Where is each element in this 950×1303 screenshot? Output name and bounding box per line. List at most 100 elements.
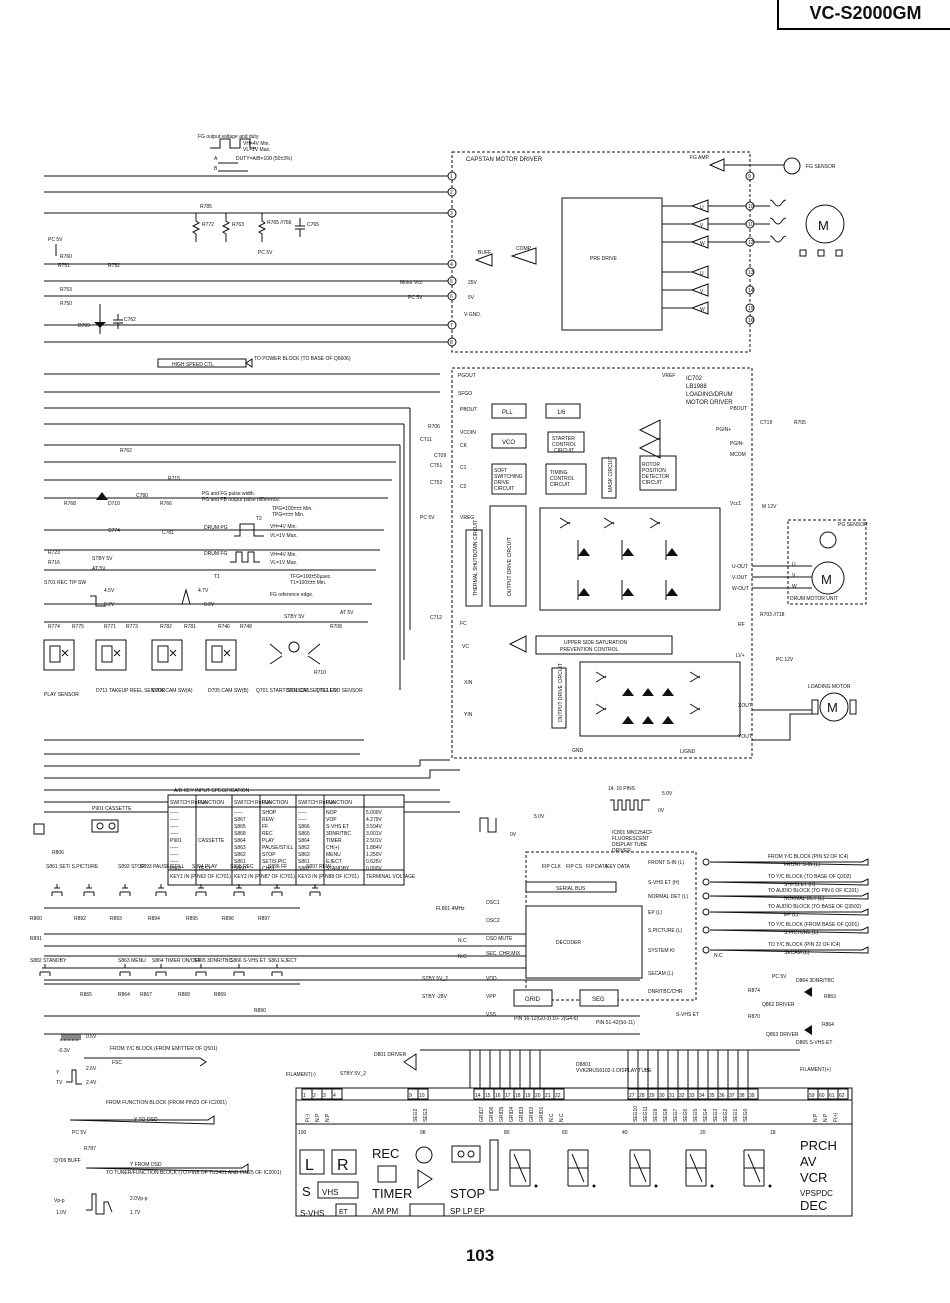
q706-label: Q706 BUFF	[54, 1158, 81, 1164]
u-out-label: U-OUT	[732, 564, 748, 570]
pgin-plus-label: PGIN+	[716, 427, 731, 433]
key-table-cell: S882	[298, 866, 310, 872]
vco-label: VCO	[502, 440, 515, 446]
key-table-cell: S-VHS ET	[326, 824, 349, 830]
switch-glyph-rows	[39, 884, 321, 976]
d711-label: D711 TAKEUP REEL SENSOR	[96, 688, 166, 694]
key-table-footer-cell: TERMINAL VOLTAGE	[366, 874, 416, 880]
key-table-cell: S860	[234, 866, 246, 872]
comp-label: COMP.	[516, 246, 532, 252]
tube-pin-number: 20	[535, 1093, 541, 1099]
c780-label: C780	[136, 493, 148, 499]
upper1-label: UPPER SIDE SATURATION	[564, 640, 628, 646]
svg-text:CIRCUIT: CIRCUIT	[642, 480, 662, 486]
pg-note-tpg: TPG=100±±± Min.	[272, 506, 313, 512]
r870-label: R870	[748, 1014, 760, 1020]
tube-seg-number: 40	[622, 1130, 628, 1136]
panel-svhs-et: S-VHS	[300, 1209, 324, 1218]
pg-note-tpg2: TPG=±±± Min.	[272, 512, 304, 518]
pbout-label: PBOUT	[460, 407, 477, 413]
r774-label: R774	[48, 624, 60, 630]
capstan-title: CAPSTAN MOTOR DRIVER	[466, 157, 543, 163]
pg-fg-timing-note: PG and FG pulse width. PG and PB output …	[202, 491, 332, 598]
pg-note-vl2: VL=1V Max.	[270, 560, 297, 566]
right-signal-label: SECAM (L)	[784, 950, 810, 956]
fip-cs-label: FIP CS	[566, 864, 583, 870]
output2-label: OUTPUT DRIVE CIRCUIT	[558, 663, 564, 722]
right-signal-line	[709, 908, 869, 916]
yout-label: YOUT	[738, 734, 752, 740]
fg-sensor-label: FG SENSOR	[806, 164, 836, 170]
yin-label: YIN	[464, 712, 473, 718]
tube-pin-number: 22	[555, 1093, 561, 1099]
pgout-label: PGOUT	[458, 373, 476, 379]
r897-label: R897	[258, 916, 270, 922]
ic702-desc1: LOADING/DRUM	[686, 392, 733, 398]
v26-label: 2.6V	[86, 1066, 97, 1072]
svg-text:MASK CIRCUIT: MASK CIRCUIT	[608, 456, 614, 492]
right-signal-label: NORMAL DET (L)	[784, 896, 824, 902]
r760-label: R760	[60, 254, 72, 260]
left-lower-waveforms: 0.5V -0.3V FROM Y/C BLOCK (FROM EMITTER …	[54, 1033, 282, 1216]
key-table-cell: -----	[234, 810, 243, 816]
r787-label: R787	[84, 1146, 96, 1152]
panel-prch: PRCH	[800, 1138, 837, 1153]
tube-seg-number: 98	[420, 1130, 426, 1136]
filament-r-label: FILAMENT(+)	[800, 1067, 831, 1073]
ic702-name: IC702	[686, 376, 703, 382]
pc5v-label-b: PC 5V	[258, 250, 273, 256]
tube-pin-cell	[553, 1088, 565, 1100]
decimal-point	[534, 1184, 538, 1188]
q863-label: Q863 DRIVER	[766, 1032, 799, 1038]
high-speed-ctl: HIGH SPEED CTL TO POWER BLOCK (TO BASE O…	[157, 356, 351, 368]
w-out-label: W-OUT	[732, 586, 749, 592]
key-table-cell: REC	[262, 831, 273, 837]
right-signal-pin: FRONT S-IN (L)	[648, 860, 684, 866]
model-number: VC-S2000GM	[777, 0, 950, 30]
svg-text:FLUORESCENT: FLUORESCENT	[612, 836, 649, 842]
r763-label: R763	[232, 222, 244, 228]
key-table-cell: S862	[234, 852, 246, 858]
pin-seg-label: PIN 51-42(S0-11)	[596, 1020, 635, 1026]
svg-text:V: V	[700, 289, 704, 295]
ic702-part: LB1988	[686, 384, 707, 390]
thermal-label: THERMAL SHUTDOWN CIRCUIT	[473, 520, 479, 596]
r708-label: R708	[330, 624, 342, 630]
key-table-cell: S864	[298, 838, 310, 844]
key-table-cell: STANDBY	[326, 866, 350, 872]
tube-pin-number: 37	[729, 1093, 735, 1099]
r715-label: R715	[168, 476, 180, 482]
capstan-pin-number: 6	[450, 294, 453, 300]
pg-note-t2: T2	[256, 516, 262, 522]
v05-label: 0.5V	[86, 1034, 97, 1040]
pgin-minus-label: PGIN-	[730, 441, 744, 447]
tube-seg-number: 18	[770, 1130, 776, 1136]
tube-grid-label: SEG2	[413, 1108, 419, 1122]
fg-note-title: FG output voltage and duty.	[198, 134, 259, 140]
svg-text:CIRCUIT: CIRCUIT	[550, 482, 570, 488]
nc-osd-label: N.C	[458, 938, 467, 944]
gnd-label: GND	[572, 748, 584, 754]
ct11-label: CT11	[420, 437, 432, 443]
panel-sp-lp: SP LP	[450, 1207, 473, 1216]
right-signal-line	[709, 926, 869, 934]
ct51-label: CT51	[430, 463, 442, 469]
vp-label: Vp-p	[54, 1198, 65, 1204]
d701-label: D701 CASSETTE LED	[286, 688, 337, 694]
y-from-osd-label: Y FROM OSD	[130, 1162, 162, 1168]
key-table-cell: -----	[170, 852, 179, 858]
right-signal-pin: SYSTEM KI	[648, 948, 675, 954]
c2-label: C2	[460, 484, 467, 490]
xin-label: XIN	[464, 680, 473, 686]
key-table-cell: S866	[298, 824, 310, 830]
tube-grid-label: SEG10	[633, 1106, 639, 1122]
svg-text:SWITCHING: SWITCHING	[494, 474, 523, 480]
capstan-pin	[745, 219, 755, 229]
opto-sensor-element	[211, 645, 223, 663]
play-sensor-label: PLAY SENSOR	[44, 692, 79, 698]
key-data-label: KEY DATA	[606, 864, 631, 870]
panel-stop: STOP	[450, 1186, 485, 1201]
s882-label: S882 STANDBY	[30, 958, 67, 964]
tube-pin-number: 21	[545, 1093, 551, 1099]
tube-pin-cell	[837, 1088, 849, 1100]
